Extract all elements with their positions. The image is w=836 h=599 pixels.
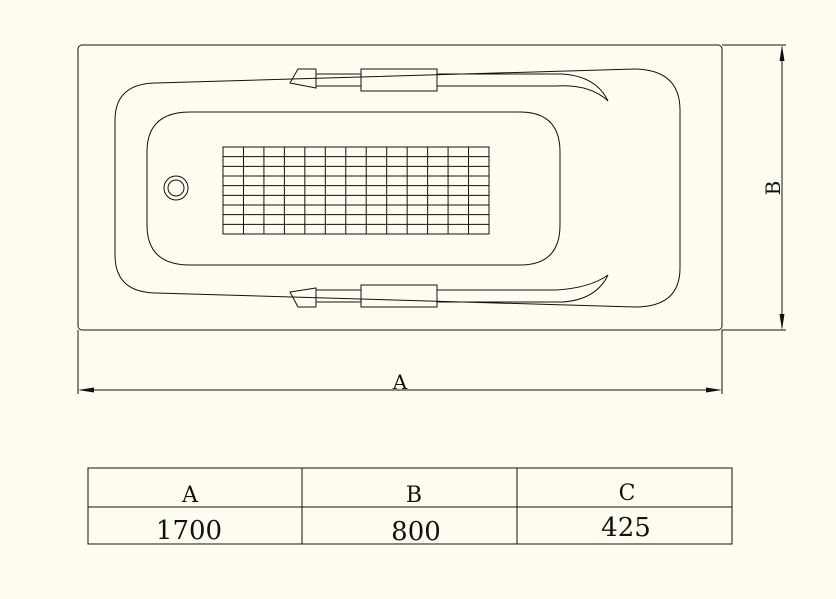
tub-middle-contour <box>114 68 681 308</box>
top-handle <box>289 68 609 102</box>
tub-inner-basin <box>146 111 561 266</box>
dimension-width-label: B <box>761 181 785 196</box>
dimension-length: A <box>77 330 723 394</box>
table-header-b: B <box>406 483 422 508</box>
table-value-c: 425 <box>601 513 651 543</box>
anti-slip-grid <box>222 146 490 235</box>
drain-icon <box>163 175 189 201</box>
bottom-handle <box>289 274 609 308</box>
table-value-b: 800 <box>391 517 441 547</box>
table-header-a: A <box>181 483 199 508</box>
tub-outer-rim <box>77 44 723 331</box>
dimension-length-label: A <box>392 370 408 394</box>
spec-table: A B C 1700 800 425 <box>87 467 733 547</box>
dimension-width: B <box>722 44 786 331</box>
table-header-c: C <box>619 481 636 506</box>
table-value-a: 1700 <box>156 516 222 546</box>
